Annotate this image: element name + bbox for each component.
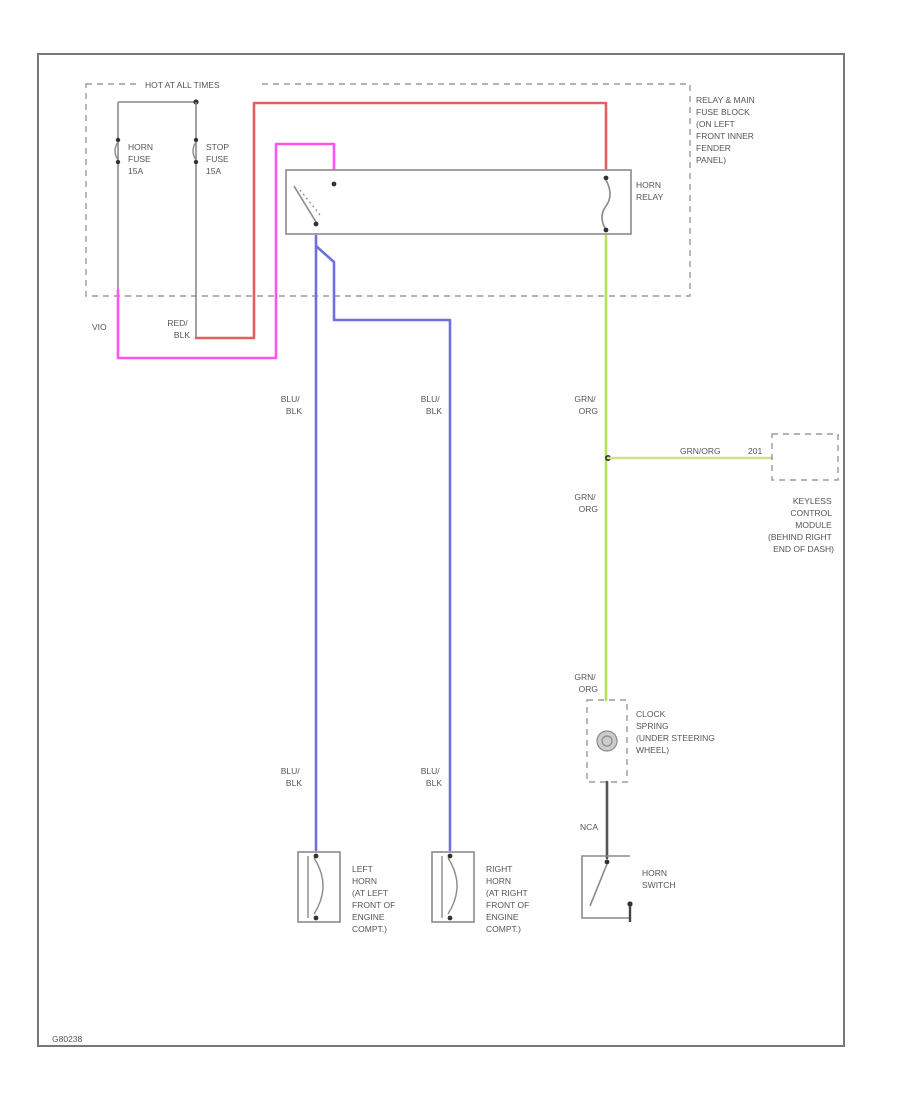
left-horn-symbol <box>297 851 341 923</box>
stop-fuse-label: STOP FUSE 15A <box>206 142 231 176</box>
horn-fuse-label: HORN FUSE 15A <box>128 142 155 176</box>
figure-code: G80238 <box>52 1034 83 1044</box>
left-horn-label: LEFT HORN (AT LEFT FRONT OF ENGINE COMPT… <box>352 864 398 934</box>
blu-blk-label-2: BLU/ BLK <box>421 394 443 416</box>
horn-relay-switch <box>293 181 337 227</box>
red-blk-wire <box>194 101 608 340</box>
relay-fuse-block-outline <box>85 83 691 297</box>
hot-at-all-times-label: HOT AT ALL TIMES <box>145 80 220 90</box>
horn-switch-symbol <box>581 855 633 922</box>
horn-switch-label: HORN SWITCH <box>642 868 676 890</box>
blu-blk-wire-right-horn <box>314 244 452 852</box>
blu-blk-label-3: BLU/ BLK <box>281 766 303 788</box>
clock-spring-outline <box>586 699 628 783</box>
horn-relay-box <box>285 169 632 235</box>
diagram-frame <box>37 53 845 1047</box>
blu-blk-label-4: BLU/ BLK <box>421 766 443 788</box>
vio-wire <box>116 142 336 360</box>
horn-relay-coil <box>601 175 611 233</box>
keyless-module-label: KEYLESS CONTROL MODULE (BEHIND RIGHT END… <box>768 496 834 554</box>
nca-wire-label: NCA <box>580 822 598 832</box>
keyless-module-outline <box>771 433 839 481</box>
vio-wire-label: VIO <box>92 322 107 332</box>
grn-org-label-1: GRN/ ORG <box>574 394 598 416</box>
clock-spring-coil <box>596 730 618 752</box>
right-horn-label: RIGHT HORN (AT RIGHT FRONT OF ENGINE COM… <box>486 864 532 934</box>
right-horn-symbol <box>431 851 475 923</box>
connector-number: 201 <box>748 446 762 456</box>
clock-spring-label: CLOCK SPRING (UNDER STEERING WHEEL) <box>636 709 717 755</box>
horn-relay-label: HORN RELAY <box>636 180 664 202</box>
blu-blk-label-1: BLU/ BLK <box>281 394 303 416</box>
horn-fuse-symbol <box>114 137 121 165</box>
grn-org-branch-label: GRN/ORG <box>680 446 721 456</box>
stop-fuse-symbol <box>192 137 199 165</box>
hot-label-bg <box>140 77 260 91</box>
relay-block-label: RELAY & MAIN FUSE BLOCK (ON LEFT FRONT I… <box>696 95 757 165</box>
grn-org-label-2: GRN/ ORG <box>574 492 598 514</box>
red-blk-wire-label: RED/ BLK <box>167 318 190 340</box>
grn-org-label-3: GRN/ ORG <box>574 672 598 694</box>
power-bus <box>117 99 199 338</box>
